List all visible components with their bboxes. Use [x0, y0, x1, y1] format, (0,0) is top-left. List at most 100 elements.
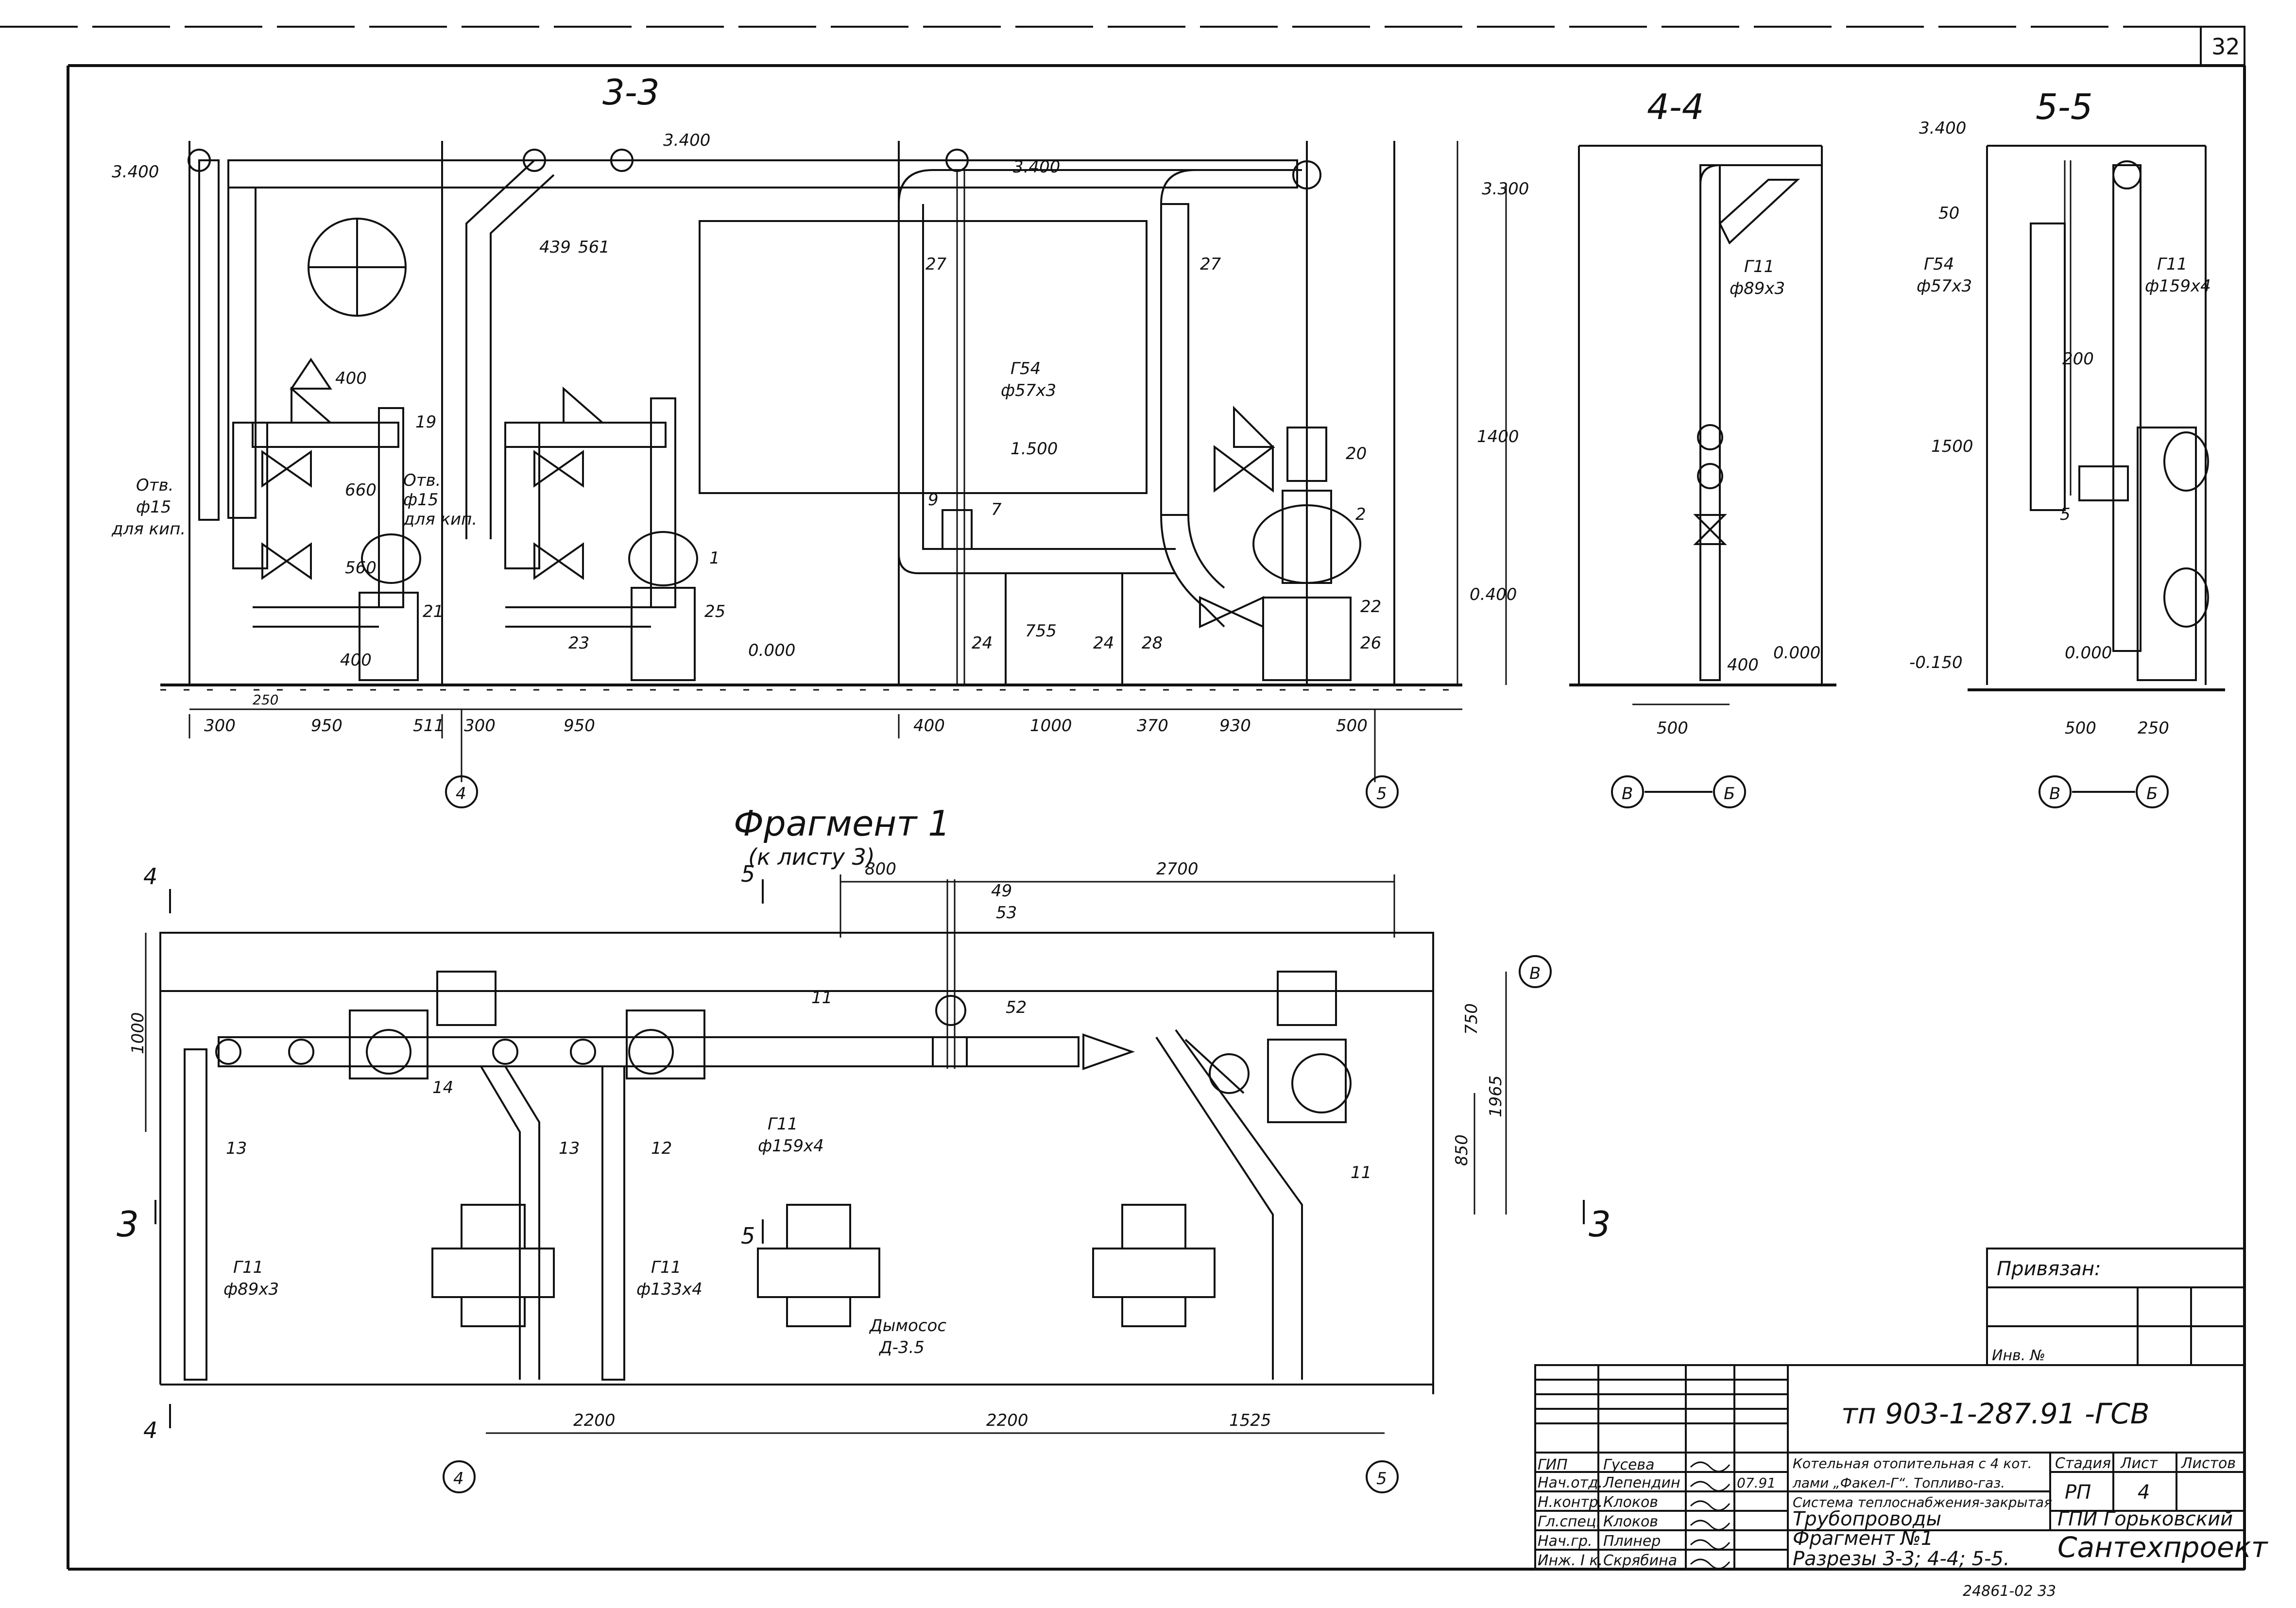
bottom-dim-9: 930 — [1219, 716, 1251, 736]
axis-marker-b-55 — [2136, 775, 2169, 808]
dim-250-55: 250 — [2138, 718, 2169, 738]
otv-left-2: ф15 — [136, 497, 171, 517]
axis-marker-v-44 — [1611, 775, 1644, 808]
pos-9: 9 — [928, 490, 939, 510]
pos-5-55: 5 — [2060, 505, 2071, 524]
project-line-1: Котельная отопительная с 4 кот. — [1793, 1455, 2032, 1471]
g11-mid: Г11 — [651, 1258, 681, 1277]
dim-439: 439 — [539, 238, 571, 257]
g11-44: Г11 — [1744, 257, 1774, 276]
dim-500-55: 500 — [2065, 718, 2096, 738]
pos-21: 21 — [423, 602, 444, 621]
bottom-dim-6: 400 — [913, 716, 945, 736]
g11-main: Г11 — [768, 1114, 798, 1134]
title-block: Привязан: Инв. № тп 903-1-287.91 -ГСВ ГИ… — [1534, 1248, 2269, 1600]
fragment-subtitle: (к листу 3) — [748, 844, 875, 870]
d89-left: ф89х3 — [223, 1280, 279, 1299]
dim-1500-55: 1500 — [1931, 437, 1973, 456]
elev-1500: 1.500 — [1011, 439, 1058, 459]
pos-2: 2 — [1355, 505, 1366, 524]
elev-0000: 0.000 — [748, 641, 795, 660]
dim-1400: 1400 — [1477, 427, 1519, 446]
pos-23: 23 — [568, 633, 589, 653]
page-number: 32 — [2211, 34, 2240, 60]
name-4: Клоков — [1603, 1513, 1658, 1530]
axis-marker-4 — [445, 775, 478, 808]
sheet-header: Лист — [2120, 1455, 2159, 1472]
elev-3300: 3.300 — [1482, 179, 1529, 199]
signatures — [1690, 1461, 1731, 1570]
otv-right-1: Отв. — [403, 471, 441, 490]
drawing-title-3: Разрезы 3-3; 4-4; 5-5. — [1793, 1548, 2010, 1570]
g54-55: Г54 — [1924, 255, 1954, 274]
dim-850: 850 — [1452, 1134, 1472, 1166]
axis-label-v-55: В — [2049, 784, 2060, 804]
g11-left: Г11 — [233, 1258, 263, 1277]
pos-27-b: 27 — [1200, 255, 1221, 274]
pos-13-a: 13 — [226, 1139, 247, 1158]
dim-755: 755 — [1025, 621, 1057, 641]
elev-3400-left: 3.400 — [112, 162, 159, 182]
fragment-bottom-dim-1: 2200 — [573, 1411, 616, 1430]
bottom-dim-10: 500 — [1336, 716, 1368, 736]
role-1: ГИП — [1538, 1456, 1568, 1473]
pos-22: 22 — [1360, 597, 1381, 616]
axis-marker-5-frag — [1366, 1460, 1399, 1493]
g54-label: Г54 — [1011, 359, 1041, 378]
d89-44: ф89х3 — [1730, 279, 1785, 298]
pos-13-b: 13 — [559, 1139, 580, 1158]
dim-560: 560 — [345, 558, 377, 578]
section-5-5: 5-5 В Б 3.400 50 Г54 ф57х3 Г11 ф159х4 20… — [1909, 86, 2225, 808]
fragment-1: Фрагмент 1 (к листу 3) — [117, 803, 1611, 1493]
section-3-3: 3-3 — [111, 72, 1529, 808]
d159-main: ф159х4 — [758, 1136, 824, 1156]
pos-49: 49 — [991, 881, 1012, 901]
role-6: Инж. I к. — [1538, 1552, 1603, 1569]
pos-50: 50 — [1938, 204, 1959, 223]
drawing-title-2: Фрагмент №1 — [1793, 1527, 1933, 1550]
otv-right-2: ф15 — [403, 490, 438, 510]
axis-label-b-44: Б — [1724, 784, 1735, 804]
date: 07.91 — [1737, 1475, 1776, 1491]
pos-7: 7 — [991, 500, 1002, 519]
pos-53: 53 — [996, 903, 1017, 923]
dim-561: 561 — [578, 238, 610, 257]
cut-3-right: 3 — [1589, 1204, 1611, 1245]
cut-3-left: 3 — [117, 1204, 139, 1245]
axis-marker-5 — [1366, 775, 1399, 808]
drawing-title-1: Трубопроводы — [1793, 1508, 1941, 1530]
d133-mid: ф133х4 — [636, 1280, 703, 1299]
stage-header: Стадия — [2055, 1455, 2111, 1472]
axis-marker-b-44 — [1713, 775, 1746, 808]
d57-55: ф57х3 — [1917, 276, 1972, 296]
axis-label-5: 5 — [1376, 784, 1387, 804]
d159-55: ф159х4 — [2145, 276, 2211, 296]
bottom-dim-7: 1000 — [1030, 716, 1072, 736]
dim-750: 750 — [1462, 1003, 1481, 1035]
bottom-dim-2: 950 — [311, 716, 343, 736]
stage-value: РП — [2065, 1481, 2091, 1504]
project-line-2: лами „Факел-Г“. Топливо-газ. — [1792, 1475, 2005, 1491]
pos-11-a: 11 — [811, 988, 832, 1008]
elev-0000-44: 0.000 — [1773, 643, 1820, 663]
section-4-4-title: 4-4 — [1647, 86, 1704, 127]
name-5: Плинер — [1603, 1533, 1661, 1550]
section-4-4: 4-4 В Б Г11 ф89х3 400 0.000 500 — [1569, 86, 1836, 808]
pos-25: 25 — [704, 602, 725, 621]
bound-label: Привязан: — [1997, 1258, 2101, 1280]
dim-250: 250 — [253, 692, 278, 708]
axis-label-4-frag: 4 — [453, 1469, 464, 1488]
cut-4-top: 4 — [143, 863, 157, 890]
axis-label-4: 4 — [456, 784, 466, 804]
dim-660: 660 — [345, 480, 377, 500]
cut-5-mid: 5 — [741, 1223, 755, 1249]
elev-3400-55: 3.400 — [1919, 119, 1966, 138]
elev-3400-mid: 3.400 — [663, 131, 710, 150]
fragment-title: Фрагмент 1 — [734, 803, 950, 844]
name-2: Лепендин — [1603, 1474, 1680, 1491]
elev-neg-0150: -0.150 — [1909, 653, 1963, 672]
dim-1000: 1000 — [128, 1012, 148, 1054]
otv-left-3: для кип. — [111, 519, 186, 539]
bottom-dim-1: 300 — [204, 716, 236, 736]
